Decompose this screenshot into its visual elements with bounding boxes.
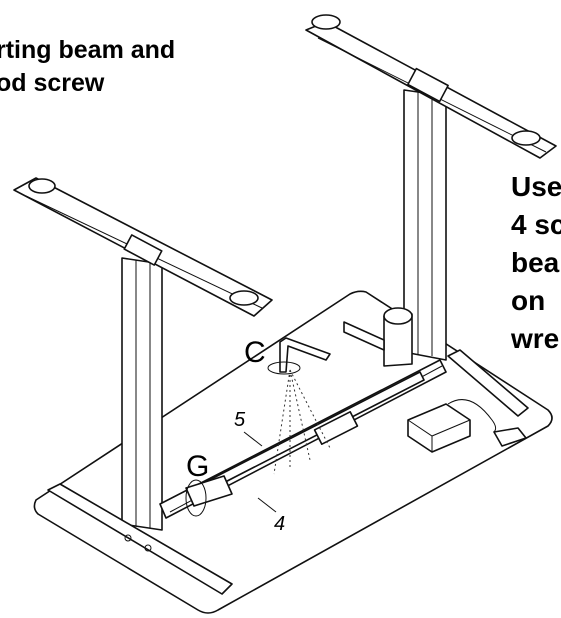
instruction-text-right: Use 4 sc bea on wre	[511, 168, 561, 358]
motor-cap	[383, 307, 413, 325]
rotation-arrow-g	[185, 479, 207, 517]
part-4-label: 4	[274, 513, 285, 535]
rotation-arrow-c	[267, 361, 301, 375]
left-foot-bracket	[47, 483, 233, 595]
part-5-label: 5	[234, 409, 246, 431]
wrench	[185, 475, 233, 507]
instruction-right-line-5: wre	[511, 323, 560, 354]
right-foot-pad-back	[311, 14, 341, 30]
allen-key	[279, 337, 331, 373]
tool-g-label: G	[186, 450, 209, 483]
instruction-right-line-4: on	[511, 285, 546, 316]
right-crossbar-plate	[407, 67, 449, 103]
instruction-left-line-1: rting beam and	[0, 36, 176, 64]
control-box	[407, 403, 471, 453]
motor-bracket	[343, 321, 385, 351]
tool-c-label: C	[244, 336, 266, 369]
left-leg-column	[121, 257, 163, 531]
instruction-right-line-2: 4 sc	[511, 209, 561, 240]
handset	[493, 427, 527, 447]
right-foot-bracket	[447, 349, 529, 417]
left-crossbar-plate	[123, 234, 163, 266]
right-foot-pad-front	[511, 130, 541, 146]
instruction-left-line-2: od screw	[0, 69, 105, 97]
left-foot-pad-back	[28, 178, 56, 194]
beam-connector	[313, 410, 359, 446]
instruction-right-line-3: bea	[511, 247, 560, 278]
instruction-text-left: rting beam and od screw	[0, 34, 175, 100]
left-foot-pad-front	[229, 290, 259, 306]
instruction-right-line-1: Use	[511, 171, 561, 202]
